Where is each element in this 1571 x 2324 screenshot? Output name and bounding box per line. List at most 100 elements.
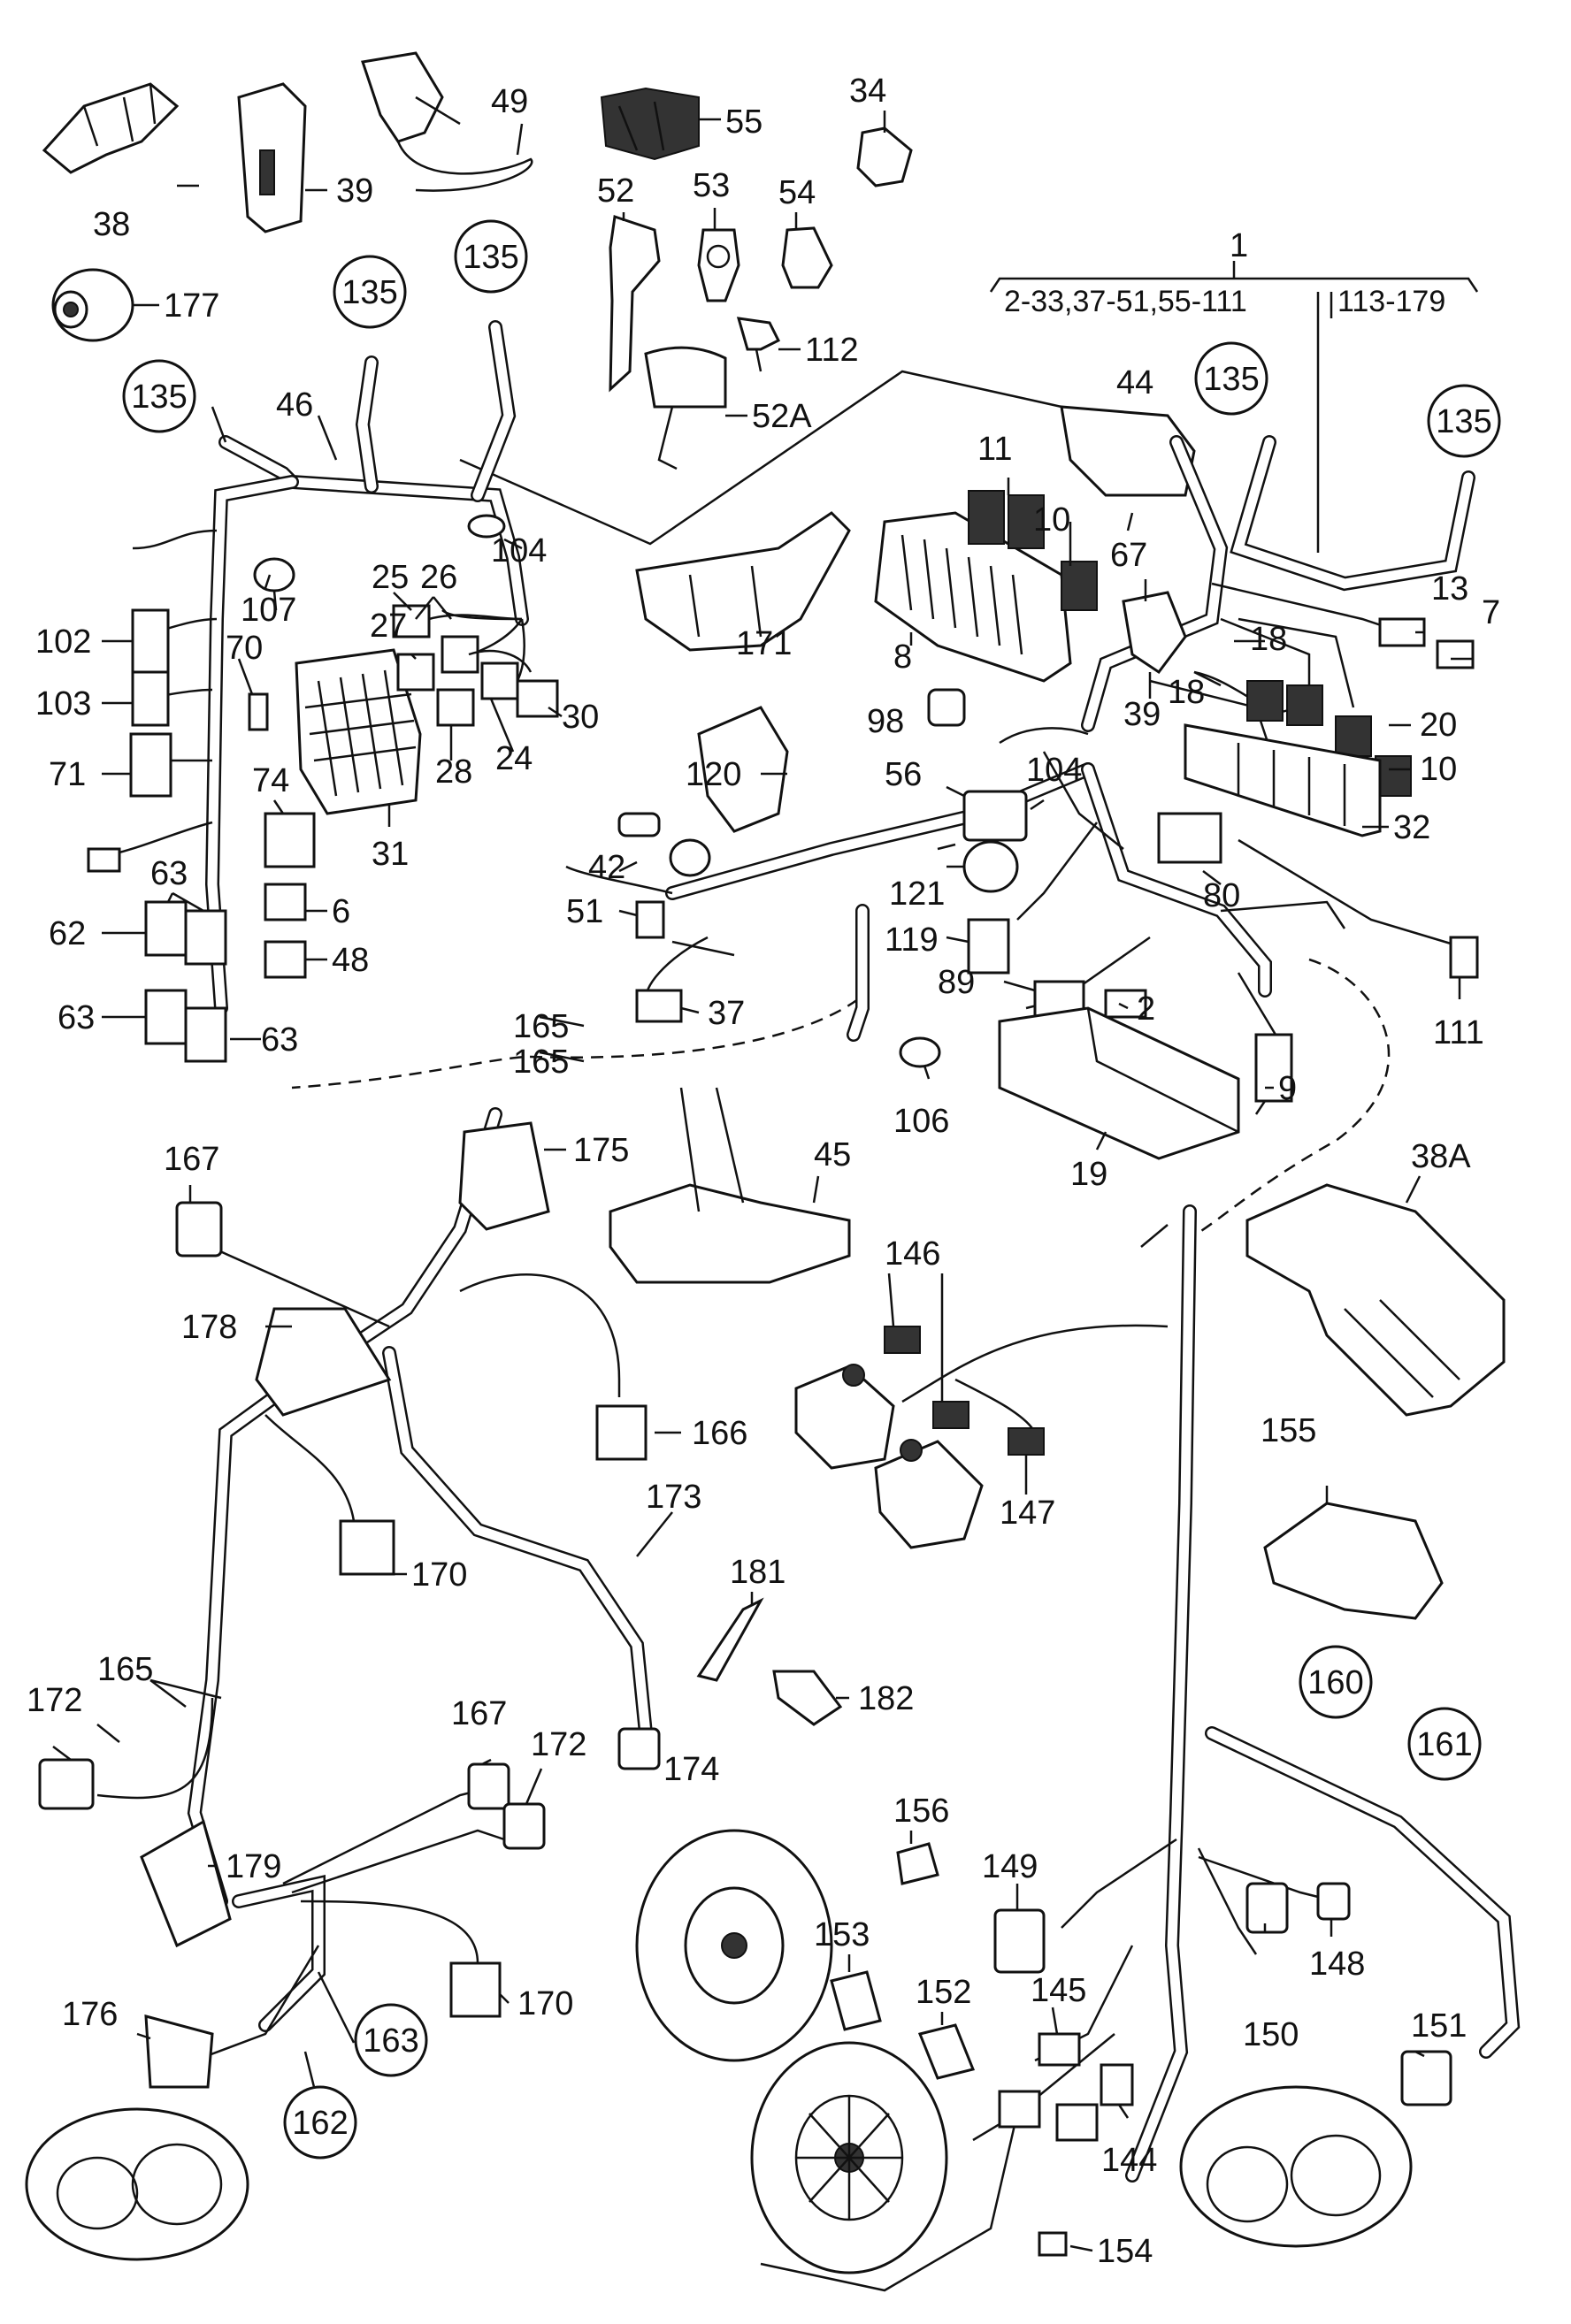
callout-151: 151 — [1411, 2007, 1467, 2045]
part-171-bracket — [635, 511, 851, 652]
callout-20: 20 — [1420, 707, 1457, 744]
bracket-item-1 — [989, 261, 1479, 553]
bracket-range-left: 2-33,37-51,55-111 — [1004, 285, 1247, 318]
part-49-clip — [361, 51, 533, 192]
callout-9: 9 — [1278, 1070, 1297, 1107]
callout-165-b: 165 — [513, 1044, 569, 1081]
connectors-left-column — [87, 557, 316, 1063]
callout-28: 28 — [435, 753, 472, 791]
callout-13: 13 — [1431, 570, 1468, 608]
part-39-bracket — [237, 82, 307, 233]
leader-lines-top — [291, 370, 1391, 1240]
callout-34: 34 — [849, 73, 886, 110]
part-19-control-unit — [998, 1006, 1240, 1160]
callout-89: 89 — [938, 964, 975, 1001]
callout-44: 44 — [1116, 364, 1153, 401]
callout-49: 49 — [491, 83, 528, 120]
callout-19: 19 — [1070, 1156, 1107, 1193]
callout-56: 56 — [885, 756, 922, 793]
callout-155: 155 — [1261, 1412, 1316, 1449]
callout-18-b: 18 — [1168, 674, 1205, 711]
callout-144: 144 — [1101, 2142, 1157, 2179]
callout-10-top: 10 — [1033, 501, 1070, 539]
connectors-18-20-10 — [1246, 680, 1412, 797]
part-55-relay — [600, 87, 700, 161]
callout-104-top: 104 — [491, 532, 547, 570]
callout-156: 156 — [893, 1793, 949, 1830]
callout-173: 173 — [646, 1479, 701, 1516]
callout-171: 171 — [736, 625, 792, 662]
circled-reference-135-e: 135 — [1427, 384, 1501, 458]
circled-reference-160: 160 — [1299, 1645, 1373, 1719]
part-182-bracket — [772, 1670, 843, 1726]
svg-text:162: 162 — [292, 2105, 348, 2142]
circled-reference-135-c: 135 — [454, 219, 528, 294]
callout-39-top: 39 — [336, 172, 373, 210]
callout-48: 48 — [332, 942, 369, 979]
callout-52: 52 — [597, 172, 634, 210]
callout-170-b: 170 — [517, 1985, 573, 2022]
connectors-13-7 — [1378, 617, 1475, 669]
callout-8: 8 — [893, 638, 912, 676]
callout-182: 182 — [858, 1680, 914, 1717]
part-112-fastener — [736, 317, 781, 372]
callout-24: 24 — [495, 740, 533, 777]
part-44-bracket — [1060, 405, 1196, 497]
callout-10-right: 10 — [1420, 751, 1457, 788]
callout-112: 112 — [805, 332, 859, 369]
part-headlamp-right — [1179, 2085, 1413, 2248]
callout-30: 30 — [562, 699, 599, 736]
part-80-relay — [1157, 812, 1222, 864]
svg-text:161: 161 — [1416, 1726, 1472, 1763]
callout-25: 25 — [372, 559, 409, 596]
leader-lines — [52, 111, 1473, 2252]
callout-51: 51 — [566, 893, 603, 930]
callout-46: 46 — [276, 386, 313, 424]
callout-67: 67 — [1110, 537, 1147, 574]
part-106-clip — [899, 1036, 941, 1068]
callout-70: 70 — [226, 630, 263, 667]
callout-176: 176 — [62, 1996, 118, 2033]
part-67-clip — [1122, 591, 1187, 675]
callout-42: 42 — [588, 849, 625, 886]
part-45-bracket — [609, 1087, 851, 1284]
callout-166: 166 — [692, 1415, 747, 1452]
callout-103: 103 — [35, 685, 91, 722]
parts-horns — [794, 1324, 1169, 1549]
parts-brackets-152-156 — [830, 1842, 976, 2080]
callout-63-a: 63 — [150, 855, 188, 892]
circled-reference-161: 161 — [1407, 1707, 1482, 1781]
callout-74: 74 — [252, 762, 289, 799]
part-32-relay-plate — [1184, 723, 1382, 837]
callout-80: 80 — [1203, 877, 1240, 914]
callout-174: 174 — [663, 1751, 719, 1788]
part-111-connector — [1238, 838, 1479, 979]
part-53-clip — [697, 228, 740, 302]
callout-63-b: 63 — [57, 999, 95, 1036]
callout-labels: 38 39 49 177 55 34 52 53 54 112 52A 1 2-… — [27, 73, 1500, 2270]
callout-11: 11 — [977, 431, 1012, 468]
callout-121: 121 — [889, 875, 945, 913]
callout-175: 175 — [573, 1132, 629, 1169]
callout-120: 120 — [686, 756, 741, 793]
svg-text:135: 135 — [1203, 361, 1259, 398]
part-11-connectors — [968, 490, 1098, 611]
svg-text:135: 135 — [463, 239, 518, 276]
callout-71: 71 — [49, 756, 86, 793]
callout-165-a: 165 — [513, 1008, 569, 1045]
callout-38a: 38A — [1411, 1138, 1471, 1175]
callout-178: 178 — [181, 1309, 237, 1346]
part-120-bracket — [697, 706, 789, 833]
callout-27: 27 — [370, 608, 407, 645]
connectors-right-lower — [993, 1882, 1452, 2257]
connectors-lower-left — [38, 1121, 661, 2089]
svg-text:160: 160 — [1307, 1664, 1363, 1701]
svg-text:135: 135 — [1436, 403, 1491, 440]
callout-154: 154 — [1097, 2233, 1153, 2270]
callout-149: 149 — [982, 1848, 1038, 1885]
part-38-clip — [42, 82, 180, 174]
connectors-24-30 — [392, 604, 559, 727]
callout-148: 148 — [1309, 1946, 1365, 1983]
part-178-bracket — [255, 1307, 392, 1417]
callout-37: 37 — [708, 995, 745, 1032]
